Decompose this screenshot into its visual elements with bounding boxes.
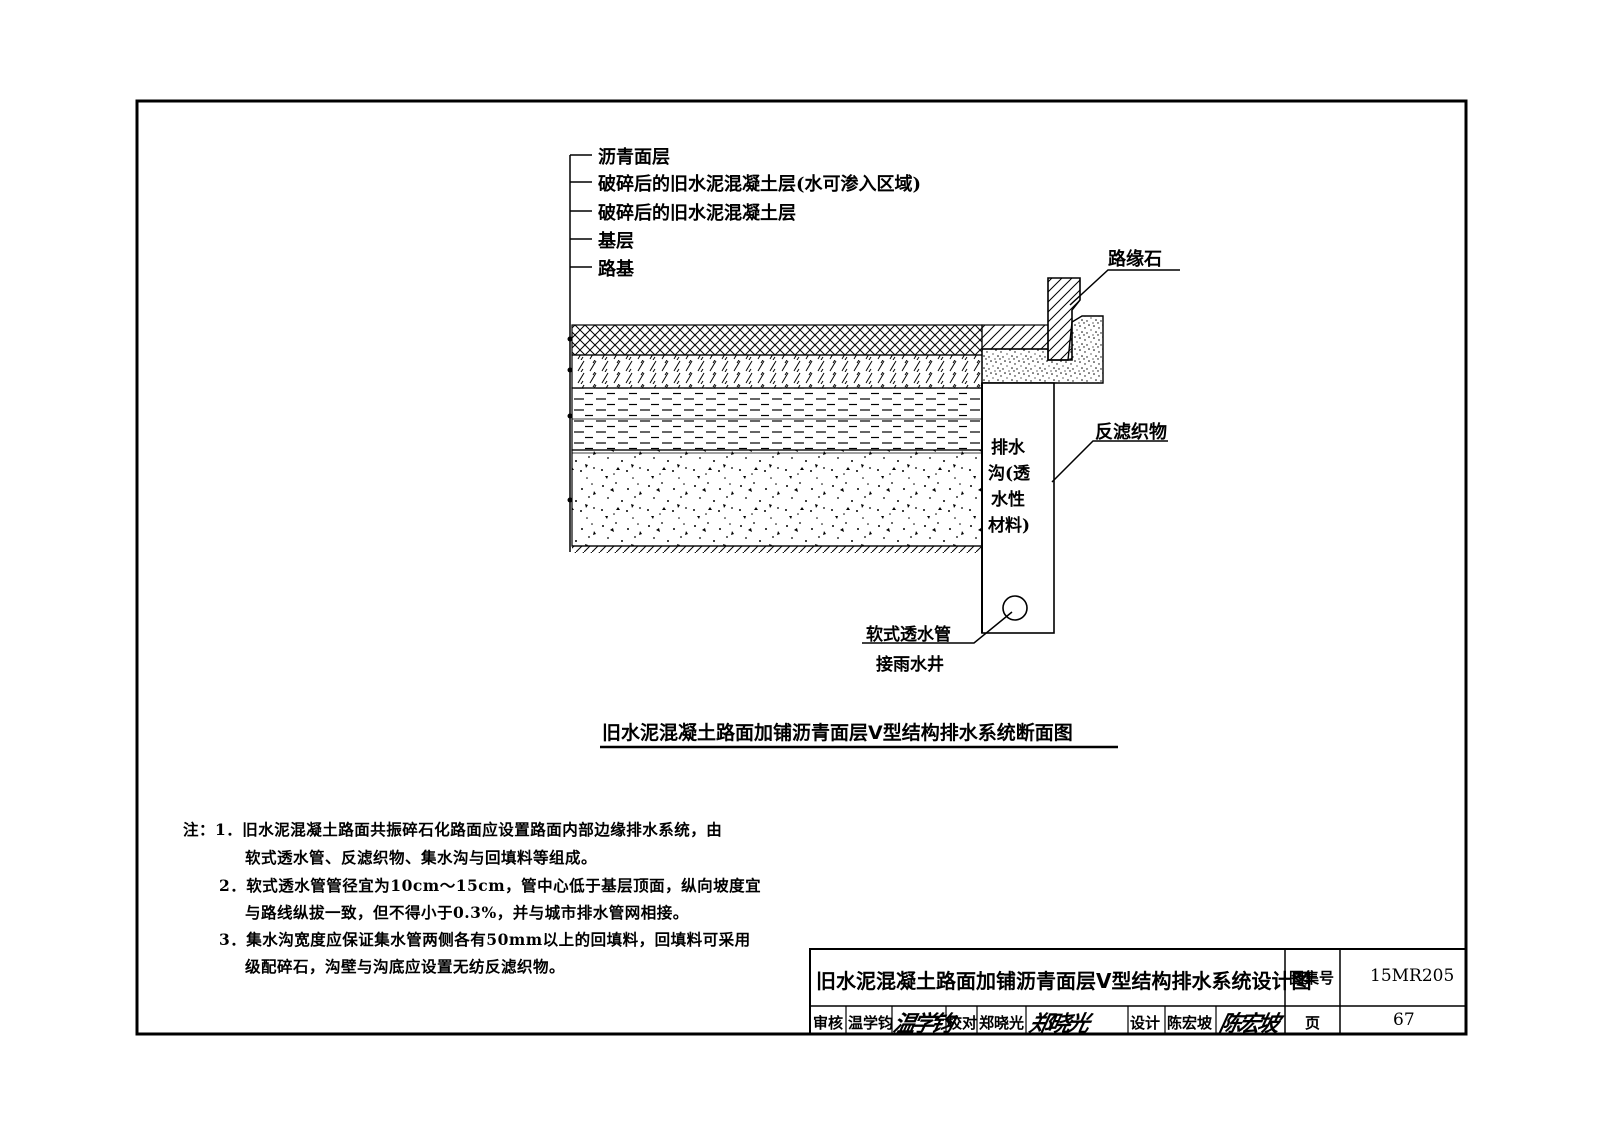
fabric-label: 反滤织物 [1095,422,1167,443]
layer-label-cracked: 破碎后的旧水泥混凝土层 [598,203,796,224]
checker-signature: 郑晓光 [1026,1011,1090,1037]
trench-label-line-2: 沟(透 [988,464,1031,484]
designer-name: 陈宏坡 [1167,1014,1213,1032]
subgrade-ground [572,546,982,553]
figure-title: 旧水泥混凝土路面加铺沥青面层V型结构排水系统断面图 [602,722,1073,744]
checker-name: 郑晓光 [979,1014,1025,1032]
review-label: 审核 [813,1014,844,1032]
curb-leader [1069,269,1180,306]
trench-label-line-4: 材料) [988,516,1031,536]
note-line-3: 2．软式透水管管径宜为10cm～15cm，管中心低于基层顶面，纵向坡度宜 [219,876,762,895]
pipe-leader [862,611,1013,644]
asphalt-surface-edge [981,324,1049,350]
design-label: 设计 [1130,1014,1161,1032]
layer-label-base: 基层 [598,231,634,252]
fabric-leader [1051,440,1168,483]
designer-signature: 陈宏坡 [1216,1011,1280,1037]
layer-label-cracked-permeable: 破碎后的旧水泥混凝土层(水可渗入区域) [598,174,922,195]
title-block-title: 旧水泥混凝土路面加铺沥青面层V型结构排水系统设计图 [816,969,1312,993]
label-dots [567,336,573,503]
check-label: 校对 [947,1014,978,1032]
drawing-frame [135,99,1468,1036]
layer-label-subgrade: 路基 [598,259,634,280]
note-line-5: 3．集水沟宽度应保证集水管两侧各有50mm以上的回填料，回填料可采用 [219,930,751,949]
page-number: 67 [1393,1010,1415,1030]
label-ticks [570,154,592,268]
pipe-sublabel: 接雨水井 [876,655,944,675]
note-line-6: 级配碎石，沟壁与沟底应设置无纺反滤织物。 [245,957,566,976]
note-line-4: 与路线纵拔一致，但不得小于0.3%，并与城市排水管网相接。 [245,903,689,922]
trench-label-line-1: 排水 [991,438,1025,458]
pipe-label: 软式透水管 [866,625,951,645]
atlas-no-label: 图集号 [1289,969,1335,987]
curb-label: 路缘石 [1108,249,1162,270]
layer-label-asphalt: 沥青面层 [598,147,670,168]
title-block-frame [809,948,1467,1035]
soft-permeable-pipe [1002,595,1028,621]
note-line-1: 注：1．旧水泥混凝土路面共振碎石化路面应设置路面内部边缘排水系统，由 [183,820,723,839]
atlas-no: 15MR205 [1370,966,1455,986]
drainage-trench [981,382,1055,634]
reviewer-signature: 温学钧 [890,1011,954,1037]
reviewer-name: 温学钧 [848,1014,894,1032]
base-layer [571,449,983,547]
curb-stone [1047,277,1081,361]
note-line-2: 软式透水管、反滤织物、集水沟与回填料等组成。 [245,848,598,867]
cracked-concrete-permeable-layer [571,354,983,389]
trench-label-line-3: 水性 [991,490,1025,510]
page-label: 页 [1305,1014,1321,1032]
asphalt-surface-layer [571,324,983,356]
